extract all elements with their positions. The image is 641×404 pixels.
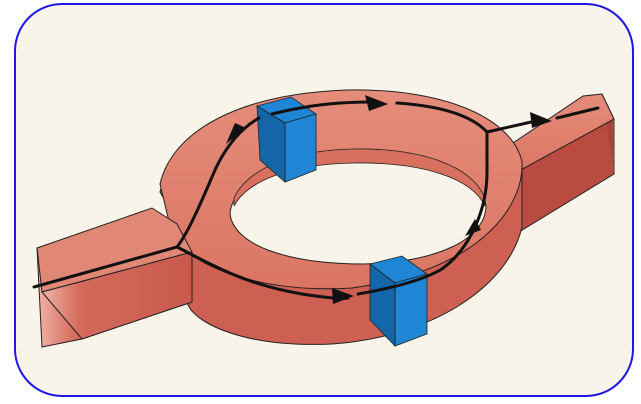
ring-diagram (16, 5, 634, 397)
ring (160, 90, 522, 345)
output-lead (507, 94, 614, 232)
input-lead (37, 208, 192, 347)
figure-panel (14, 3, 634, 397)
